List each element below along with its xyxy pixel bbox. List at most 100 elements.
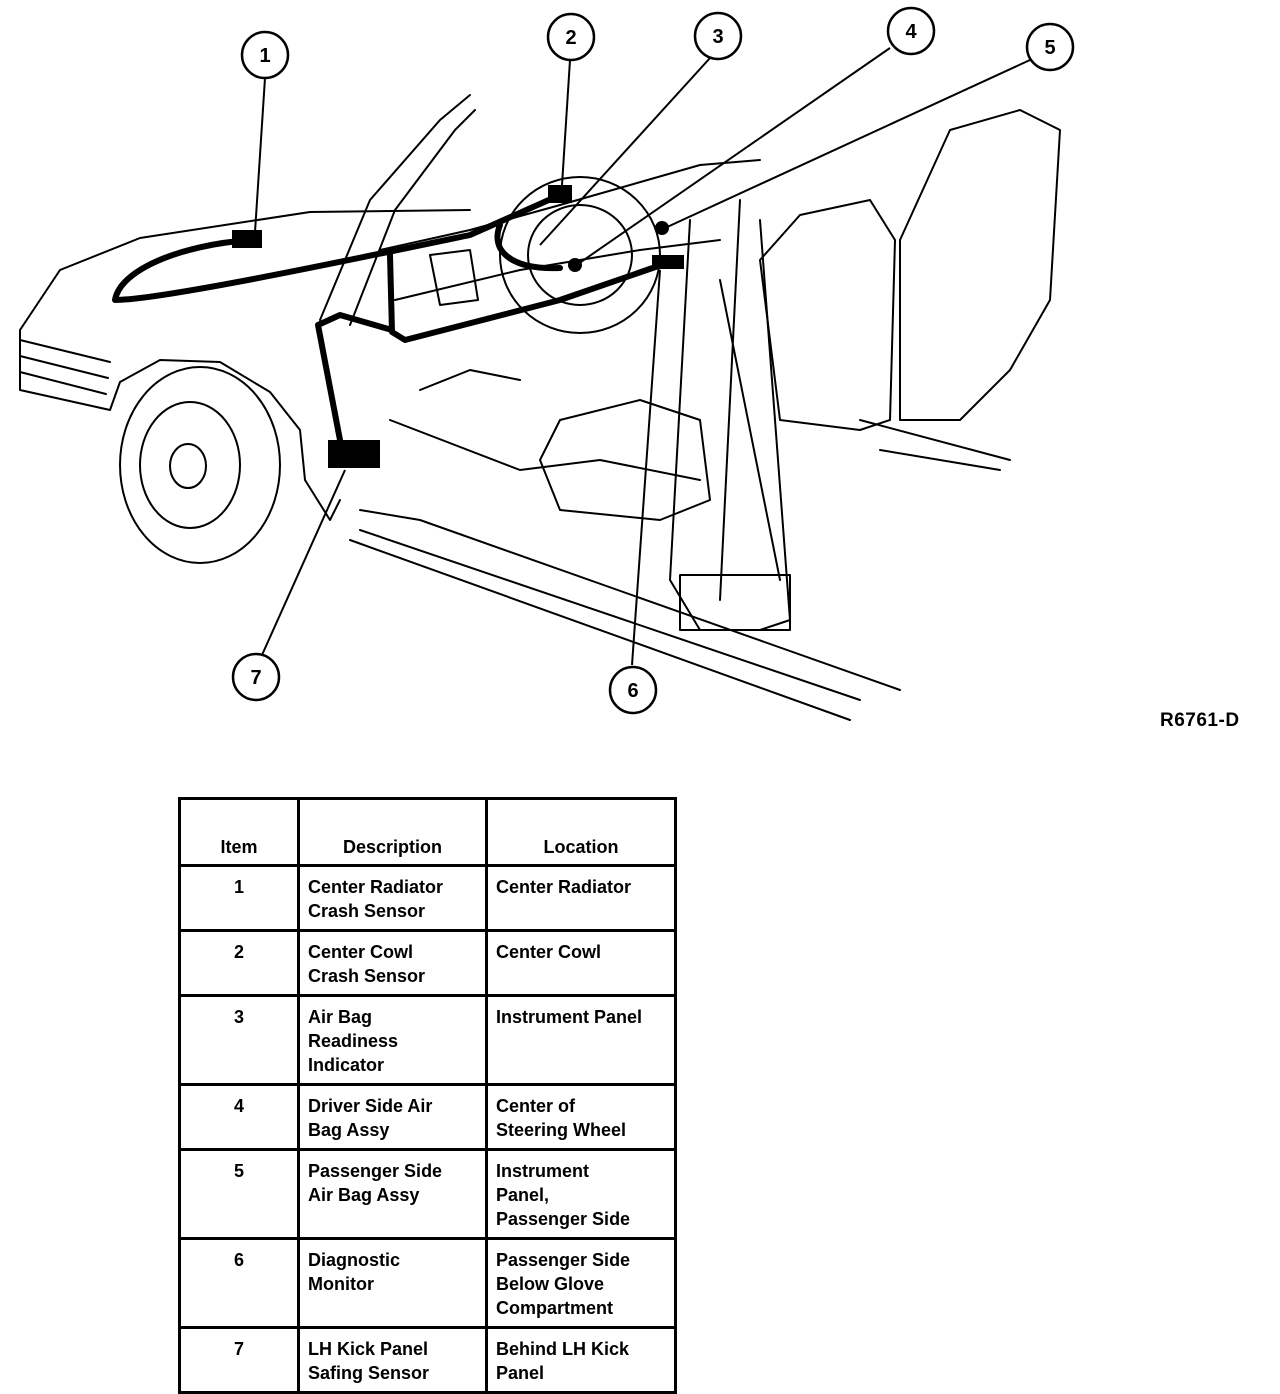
leader-2 (561, 59, 571, 186)
callout-7: 7 (231, 652, 281, 702)
driver-seat (539, 399, 711, 521)
svg-text:6: 6 (627, 680, 638, 702)
passenger-seat-back (759, 199, 896, 431)
description-line: Crash Sensor (308, 901, 426, 921)
floor-pan (389, 369, 701, 481)
cell-item: 5 (178, 1148, 300, 1240)
rear-floor-line (859, 419, 1011, 471)
location-line: Steering Wheel (496, 1120, 627, 1140)
cell-location: Instrument Panel (485, 994, 677, 1086)
description-line: Crash Sensor (308, 966, 426, 986)
harness-steering (494, 222, 563, 272)
cell-item: 6 (178, 1237, 300, 1329)
location-line: Passenger Side (496, 1209, 631, 1229)
callout-2: 2 (546, 12, 596, 62)
cell-location: Center Radiator (485, 864, 677, 932)
header-description: Description (297, 797, 488, 867)
svg-text:1: 1 (259, 45, 270, 67)
location-line: Compartment (496, 1298, 614, 1318)
svg-text:3: 3 (712, 26, 723, 48)
callout-3: 3 (693, 11, 743, 61)
location-line: Center Cowl (496, 942, 602, 962)
description-line: Monitor (308, 1274, 374, 1294)
location-line: Panel, (496, 1185, 550, 1205)
description-line: Indicator (308, 1055, 385, 1075)
location-line: Instrument Panel (496, 1007, 643, 1027)
radiator-crash-sensor-shape (232, 230, 262, 248)
table-header-row: Item Description Location (178, 797, 677, 867)
description-line: Diagnostic (308, 1250, 401, 1270)
location-line: Center Radiator (496, 877, 632, 897)
cowl-crash-sensor-shape (548, 185, 572, 203)
cell-location: Center Cowl (485, 929, 677, 997)
header-item: Item (178, 797, 300, 867)
leader-5 (664, 59, 1031, 229)
location-line: Instrument (496, 1161, 590, 1181)
harness-cowl (387, 252, 673, 343)
passenger-airbag-shape (655, 221, 669, 235)
header-location: Location (485, 797, 677, 867)
description-line: Readiness (308, 1031, 399, 1051)
diagnostic-monitor-shape (652, 255, 684, 269)
svg-text:4: 4 (905, 21, 917, 43)
location-line: Passenger Side (496, 1250, 631, 1270)
svg-text:7: 7 (250, 667, 261, 689)
figure-id: R6761-D (1160, 710, 1240, 731)
description-line: Air Bag (308, 1007, 373, 1027)
sill-lower (349, 539, 851, 721)
svg-text:2: 2 (565, 27, 576, 49)
location-line: Panel (496, 1363, 545, 1383)
car-fender-outline (19, 329, 341, 521)
description-line: Center Cowl (308, 942, 414, 962)
location-line: Below Glove (496, 1274, 605, 1294)
description-line: Air Bag Assy (308, 1185, 420, 1205)
kick-panel-sensor-shape (328, 440, 380, 468)
callout-5: 5 (1025, 22, 1075, 72)
car-front-wheel (119, 366, 281, 564)
callout-1: 1 (240, 30, 290, 80)
callouts: 1 2 3 4 5 6 7 (231, 6, 1075, 715)
car-front-bumper (19, 339, 111, 395)
car-wheel-rim (139, 401, 241, 529)
description-line: Driver Side Air (308, 1096, 433, 1116)
leader-4 (577, 47, 891, 265)
leader-7 (261, 469, 346, 656)
location-line: Behind LH Kick (496, 1339, 630, 1359)
description-line: Safing Sensor (308, 1363, 430, 1383)
callout-4: 4 (886, 6, 936, 56)
harness-radiator (112, 192, 563, 303)
car-wheel-hub (169, 443, 207, 489)
dashboard-outline (379, 159, 761, 301)
svg-text:5: 5 (1044, 37, 1055, 59)
harness-kick (315, 312, 395, 443)
driver-airbag-shape (568, 258, 582, 272)
belt-retractor (679, 574, 791, 631)
leader-6 (631, 269, 661, 666)
cell-item: 7 (178, 1326, 300, 1394)
location-line: Center of (496, 1096, 576, 1116)
car-hood-outline (19, 209, 471, 331)
description-line: Center Radiator (308, 877, 444, 897)
description-line: LH Kick Panel (308, 1339, 429, 1359)
description-line: Bag Assy (308, 1120, 390, 1140)
callout-6: 6 (608, 665, 658, 715)
cell-item: 3 (178, 994, 300, 1086)
description-line: Passenger Side (308, 1161, 443, 1181)
leader-1 (254, 77, 266, 233)
cell-item: 4 (178, 1083, 300, 1151)
cell-item: 1 (178, 864, 300, 932)
